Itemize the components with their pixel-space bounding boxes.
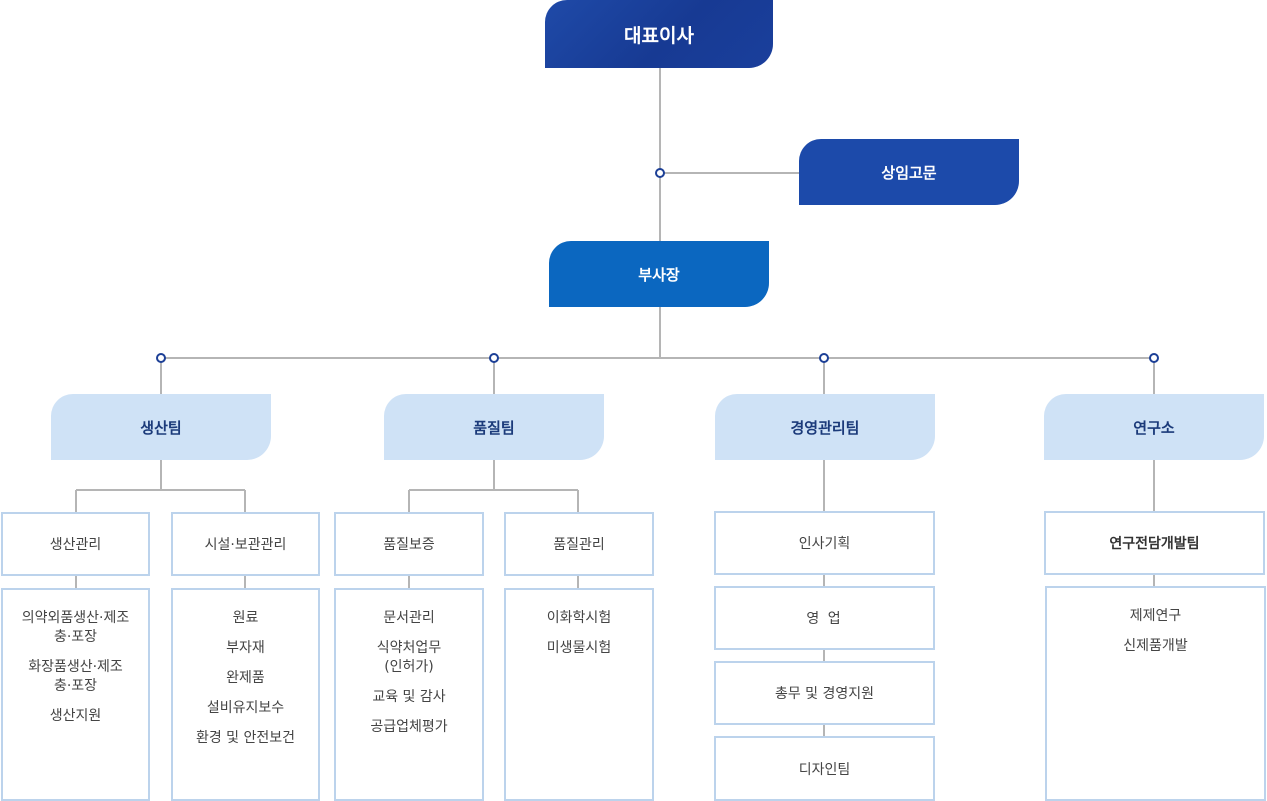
unit-label: 품질보증 [383,537,435,553]
unit-label: 인사기획 [798,536,851,552]
duties-production-management: 의약외품생산·제조 충·포장 화장품생산·제조 충·포장 생산지원 [1,588,150,801]
unit-research-development: 연구전담개발팀 [1044,511,1265,575]
connector-dot-advisor [655,168,665,178]
connector-dot-management [819,353,829,363]
connector-dot-quality [489,353,499,363]
duties-quality-control: 이화학시험 미생물시험 [504,588,654,801]
ceo-label: 대표이사 [624,24,694,47]
duty-item: 충·포장 [53,629,98,645]
duty-item: 설비유지보수 [206,700,285,716]
duties-facility-storage: 원료 부자재 완제품 설비유지보수 환경 및 안전보건 [171,588,320,801]
team-production-label: 생산팀 [140,418,182,437]
team-research: 연구소 [1044,394,1264,460]
duty-item: 완제품 [226,670,265,686]
duty-item: 화장품생산·제조 [28,659,123,675]
team-quality-label: 품질팀 [473,418,515,437]
team-management-label: 경영관리팀 [790,418,860,437]
unit-label: 연구전담개발팀 [1109,536,1200,552]
duty-item: 생산지원 [49,708,102,724]
team-research-label: 연구소 [1133,418,1175,437]
duty-item: 문서관리 [383,610,435,626]
vice-president-box: 부사장 [549,241,769,307]
duties-research-development: 제제연구 신제품개발 [1045,586,1266,801]
duty-item: 원료 [232,610,259,626]
duty-item: 미생물시험 [546,640,612,656]
duty-item: (인허가) [384,659,434,675]
unit-label: 영 업 [806,611,843,627]
connector-dot-production [156,353,166,363]
duties-quality-assurance: 문서관리 식약처업무 (인허가) 교육 및 감사 공급업체평가 [334,588,484,801]
team-production: 생산팀 [51,394,271,460]
ceo-box: 대표이사 [545,0,773,68]
unit-sales: 영 업 [714,586,935,650]
unit-label: 품질관리 [553,537,605,553]
connector-dot-research [1149,353,1159,363]
duty-item: 부자재 [226,640,265,656]
vice-president-label: 부사장 [638,265,680,284]
duty-item: 이화학시험 [546,610,612,626]
unit-label: 총무 및 경영지원 [774,686,875,702]
unit-quality-assurance: 품질보증 [334,512,484,576]
advisor-box: 상임고문 [799,139,1019,205]
duty-item: 의약외품생산·제조 [21,610,130,626]
team-quality: 품질팀 [384,394,604,460]
duty-item: 환경 및 안전보건 [195,730,296,746]
duty-item: 제제연구 [1129,608,1182,624]
unit-quality-control: 품질관리 [504,512,654,576]
duty-item: 식약처업무 [376,640,442,656]
unit-facility-storage: 시설·보관관리 [171,512,320,576]
duty-item: 충·포장 [53,678,98,694]
unit-production-management: 생산관리 [1,512,150,576]
duty-item: 공급업체평가 [370,719,448,735]
advisor-label: 상임고문 [881,163,937,182]
unit-label: 디자인팀 [798,761,851,778]
unit-general-affairs: 총무 및 경영지원 [714,661,935,725]
unit-hr-planning: 인사기획 [714,511,935,575]
unit-label: 생산관리 [49,537,102,553]
duty-item: 신제품개발 [1123,638,1188,654]
team-management: 경영관리팀 [715,394,935,460]
unit-design: 디자인팀 [714,736,935,801]
unit-label: 시설·보관관리 [204,537,287,553]
duty-item: 교육 및 감사 [372,689,446,705]
